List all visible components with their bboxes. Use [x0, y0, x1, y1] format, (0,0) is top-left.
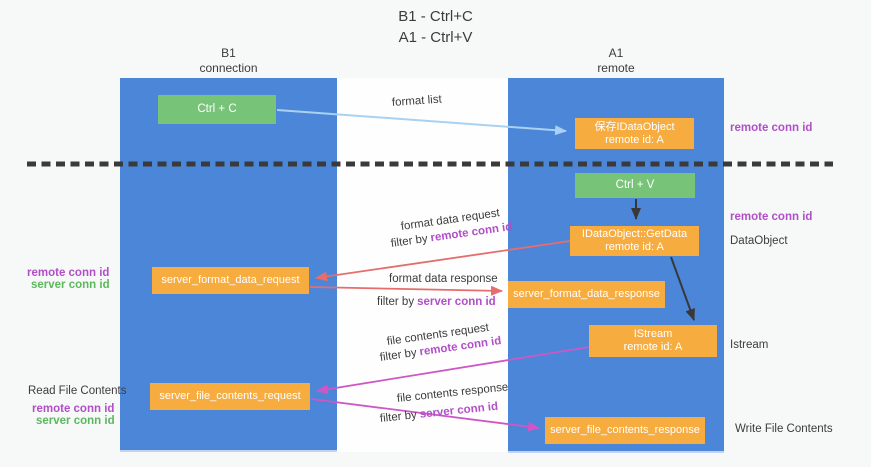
lane-b1-subtitle: connection — [199, 61, 258, 75]
server-file-contents-request-label: server_file_contents_request — [159, 390, 301, 402]
right-remote-conn-id-mid-label: remote conn id — [730, 211, 813, 223]
right-remote-conn-id-top-label: remote conn id — [730, 122, 813, 134]
ctrl-c-box: Ctrl + C — [158, 95, 276, 124]
istream-box: IStream remote id: A — [589, 325, 717, 357]
title-line-2: A1 - Ctrl+V — [398, 29, 473, 46]
right-istream-label: Istream — [730, 339, 769, 351]
lane-header-a1: A1 remote — [508, 46, 724, 76]
istream-line1: IStream — [633, 328, 673, 340]
server-conn-id-key: server conn id — [417, 296, 496, 308]
server-file-contents-request-box: server_file_contents_request — [150, 383, 310, 410]
lane-a1-name: A1 — [608, 46, 624, 60]
istream-line2: remote id: A — [623, 341, 683, 353]
ctrl-v-label: Ctrl + V — [615, 179, 655, 191]
filter-by-text: filter by — [379, 409, 418, 425]
getdata-line1: IDataObject::GetData — [581, 228, 688, 240]
server-format-data-response-box: server_format_data_response — [508, 281, 665, 308]
diagram-title: B1 - Ctrl+C A1 - Ctrl+V — [0, 6, 871, 48]
getdata-line2: remote id: A — [605, 241, 664, 253]
lane-header-b1: B1 connection — [120, 46, 337, 76]
save-idataobject-line2: remote id: A — [605, 133, 664, 146]
left-remote-conn-id-format-label: remote conn id — [27, 267, 110, 279]
getdata-box: IDataObject::GetData remote id: A — [570, 226, 699, 256]
server-file-contents-response-box: server_file_contents_response — [545, 417, 705, 444]
left-server-conn-id-format-label: server conn id — [31, 279, 110, 291]
server-format-data-response-label: server_format_data_response — [513, 288, 660, 300]
title-line-1: B1 - Ctrl+C — [398, 8, 473, 25]
ctrl-v-box: Ctrl + V — [575, 173, 695, 198]
right-write-file-contents-label: Write File Contents — [735, 423, 833, 435]
server-format-data-request-box: server_format_data_request — [152, 267, 309, 294]
lane-a1-subtitle: remote — [597, 61, 635, 75]
server-file-contents-response-label: server_file_contents_response — [550, 424, 700, 436]
save-idataobject-box: 保存IDataObject remote id: A — [575, 118, 694, 149]
lane-b1-name: B1 — [221, 46, 236, 60]
right-dataobject-label: DataObject — [730, 235, 788, 247]
left-server-conn-id-file-label: server conn id — [36, 415, 115, 427]
left-read-file-contents-label: Read File Contents — [28, 385, 127, 397]
server-format-data-request-label: server_format_data_request — [161, 274, 300, 286]
format-data-response-label: format data response — [389, 273, 498, 285]
ctrl-c-label: Ctrl + C — [197, 103, 237, 115]
save-idataobject-line1: 保存IDataObject — [594, 120, 675, 133]
filter-by-text: filter by — [377, 296, 415, 308]
left-remote-conn-id-file-label: remote conn id — [32, 403, 115, 415]
